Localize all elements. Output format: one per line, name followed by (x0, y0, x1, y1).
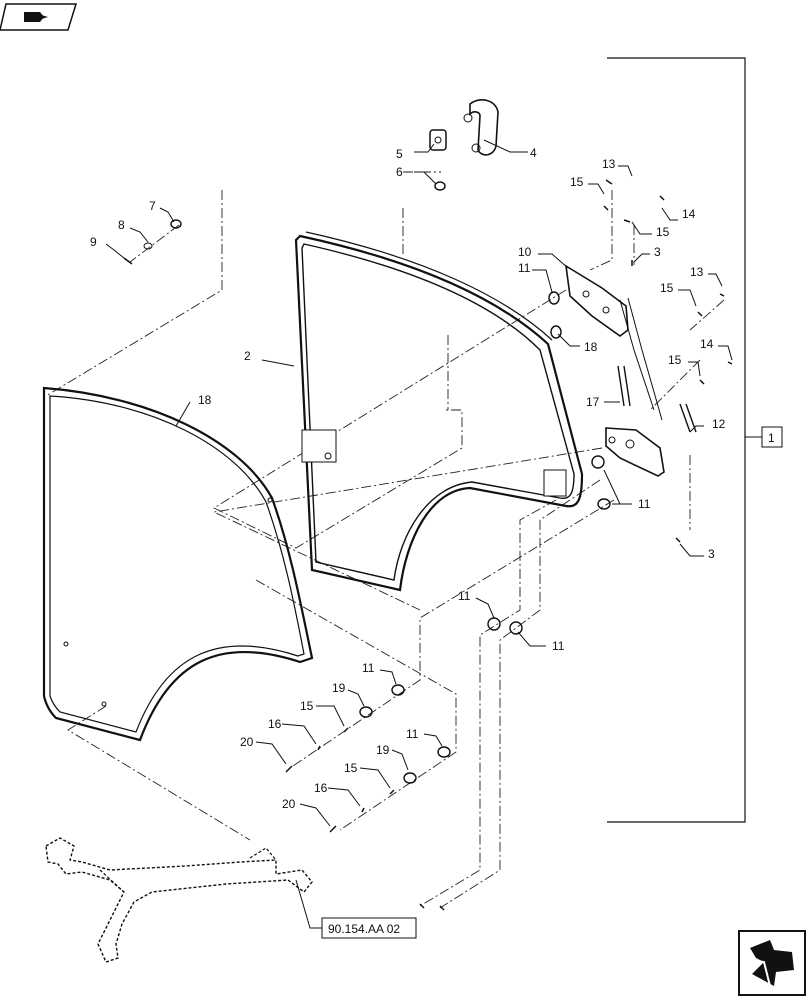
callout-11c: 11 (458, 589, 471, 603)
callout-19b: 19 (376, 743, 390, 757)
callout-16b: 16 (314, 781, 328, 795)
callout-18b: 18 (584, 340, 598, 354)
callout-19a: 19 (332, 681, 346, 695)
callout-16a: 16 (268, 717, 282, 731)
washer-11[interactable] (391, 291, 611, 758)
leader-lines (105, 139, 733, 929)
door-handle[interactable] (463, 99, 499, 156)
callout-13a: 13 (602, 157, 616, 171)
callout-1: 1 (768, 431, 775, 445)
screw-9[interactable] (123, 257, 133, 265)
upper-hinge-bracket[interactable] (564, 264, 663, 421)
callout-3a: 3 (654, 245, 661, 259)
callout-15e: 15 (300, 699, 314, 713)
callout-9: 9 (90, 235, 97, 249)
callout-15c: 15 (660, 281, 674, 295)
callout-11b: 11 (638, 497, 651, 511)
callout-12: 12 (712, 417, 726, 431)
callout-2: 2 (244, 349, 251, 363)
callout-5: 5 (396, 147, 403, 161)
callout-17: 17 (586, 395, 600, 409)
callout-13b: 13 (690, 265, 704, 279)
washer-8[interactable] (143, 242, 153, 250)
nut-7[interactable] (170, 219, 182, 229)
callout-15f: 15 (344, 761, 358, 775)
nut-6[interactable] (434, 181, 446, 191)
callout-14a: 14 (682, 207, 696, 221)
callout-4: 4 (530, 146, 537, 160)
lower-hinge-bracket[interactable] (605, 427, 665, 477)
callout-10: 10 (518, 245, 532, 259)
callout-11e: 11 (362, 661, 375, 675)
reference-label: 90.154.AA 02 (328, 922, 400, 936)
centerlines (45, 171, 725, 909)
callout-11a: 11 (518, 261, 531, 275)
assembly-bracket (607, 57, 783, 823)
callout-15d: 15 (668, 353, 682, 367)
callout-3b: 3 (708, 547, 715, 561)
callout-14b: 14 (700, 337, 714, 351)
callout-20a: 20 (240, 735, 254, 749)
callout-11f: 11 (406, 727, 419, 741)
handle-escutcheon[interactable] (429, 129, 447, 151)
book-arrow-icon[interactable] (0, 3, 78, 31)
bolts-small[interactable] (285, 179, 733, 911)
glass-panel[interactable] (42, 386, 314, 742)
support-frame[interactable] (45, 837, 313, 963)
callout-20b: 20 (282, 797, 296, 811)
callout-8: 8 (118, 218, 125, 232)
callout-11d: 11 (552, 639, 565, 653)
hinge-pin-17[interactable] (617, 365, 631, 407)
callout-7: 7 (149, 199, 156, 213)
door-seal-frame[interactable] (294, 231, 584, 592)
next-page-arrow-icon[interactable] (738, 930, 806, 996)
reference-link[interactable]: 90.154.AA 02 (321, 917, 417, 939)
washer-19[interactable] (359, 706, 417, 784)
callout-15a: 15 (570, 175, 584, 189)
callout-15b: 15 (656, 225, 670, 239)
callout-6: 6 (396, 165, 403, 179)
callout-18a: 18 (198, 393, 212, 407)
